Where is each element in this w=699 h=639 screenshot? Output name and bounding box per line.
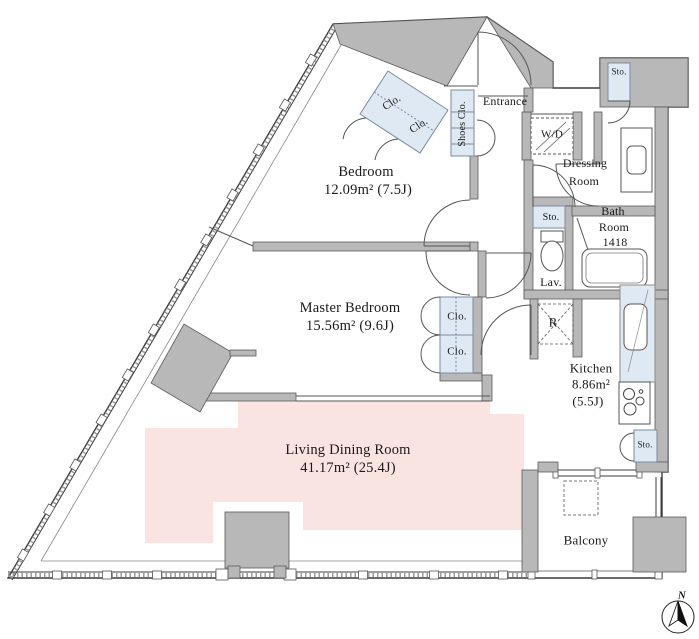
washer-dryer-box (530, 117, 574, 155)
column-balcony (632, 516, 687, 573)
bath-door-leaf (576, 217, 589, 251)
dressing-line1: Dressing (562, 156, 608, 170)
bathroom-line2: Room (598, 220, 630, 234)
entrance-name: Entrance (482, 94, 528, 108)
compass-needle-east (677, 600, 688, 628)
dressing-line2: Room (568, 174, 600, 188)
closet-master-2-label: Clo. (447, 345, 467, 358)
doors (342, 31, 635, 462)
wall-right (654, 106, 669, 473)
master-closet-doors (420, 296, 441, 374)
compass (661, 600, 695, 634)
bedroom-door (423, 199, 471, 247)
balcony-name: Balcony (563, 532, 609, 548)
windows (8, 23, 663, 581)
lavatory-label: Lav. (540, 275, 562, 289)
bathroom-line1: Bath (601, 204, 625, 218)
living-dining-area: 41.17m² (25.4J) (300, 459, 396, 476)
kitchen-area: 8.86m² (572, 376, 610, 392)
diagonal-mullions (16, 53, 318, 562)
kitchen-counter (618, 284, 656, 425)
fixtures (530, 117, 656, 516)
ldk-floor-highlight (145, 401, 524, 543)
master-bedroom-area: 15.56m² (9.6J) (305, 317, 395, 334)
storage-top-right-door (607, 100, 631, 124)
hall-ldk-door-b (480, 304, 532, 356)
washer-dryer-label: W/D (541, 128, 563, 141)
refrigerator-box (537, 303, 574, 345)
dressing-door (555, 163, 599, 207)
storage-top-right-label: Sto. (611, 66, 627, 77)
bedroom-closet-doors (342, 117, 399, 161)
shoes-closet-box (450, 89, 475, 157)
column-left-angled (150, 323, 234, 413)
closet-master-1-label: Clo. (447, 310, 467, 323)
toilet (540, 230, 564, 272)
master-bedroom-door (425, 250, 471, 296)
entrance-door (477, 31, 532, 86)
shoes-closet-doors (476, 119, 496, 157)
bathroom-size: 1418 (602, 235, 628, 249)
balcony-equipment-pad (563, 480, 599, 516)
storage-hall-label: Sto. (542, 212, 560, 223)
master-bedroom-name: Master Bedroom (299, 299, 401, 316)
walls (195, 16, 689, 573)
bedroom-name: Bedroom (338, 163, 394, 180)
bathtub (581, 248, 648, 288)
bottom-mullions (52, 568, 508, 581)
storage-hall-box (532, 205, 566, 229)
partitions (208, 85, 589, 402)
storage-kitchen-box (633, 429, 658, 463)
storage-kitchen-doors (619, 432, 635, 462)
shoes-closet-label: Shoes Clo. (457, 101, 468, 147)
wall-balcony-ldk (521, 469, 539, 573)
washbasin (620, 127, 653, 193)
storage-kitchen-label: Sto. (637, 439, 653, 450)
closets (359, 62, 658, 463)
hall-ldk-door-a (485, 252, 532, 299)
bedroom-area: 12.09m² (7.5J) (323, 181, 413, 198)
kitchen-name: Kitchen (569, 360, 613, 376)
living-dining-name: Living Dining Room (285, 441, 411, 458)
wall-ldk-partition-stub (195, 392, 297, 402)
compass-north-label: N (677, 589, 687, 602)
lav-door (532, 164, 576, 208)
refrigerator-label: R (548, 314, 558, 330)
kitchen-tatami: (5.5J) (572, 393, 604, 409)
column-bottom-center (224, 511, 290, 569)
columns (150, 323, 687, 579)
